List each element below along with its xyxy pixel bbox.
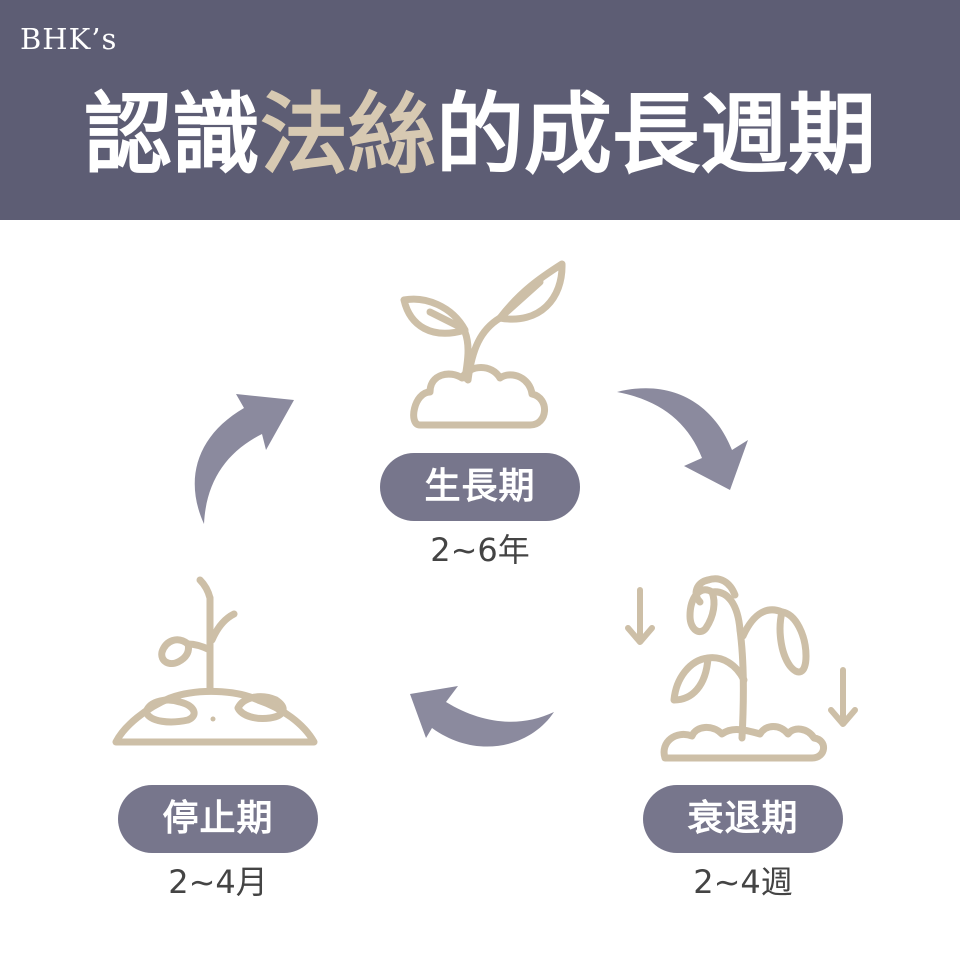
stage-duration-rest: 2~4月 [168, 863, 268, 901]
stage-label-growth: 生長期 [380, 453, 580, 521]
wilting-plant-icon [660, 575, 827, 762]
title-part-2: 的成長週期 [436, 83, 877, 186]
dormant-stem-icon [112, 576, 318, 746]
cycle-arrow-icon [617, 388, 748, 490]
title-highlight: 法絲 [259, 83, 436, 186]
down-arrow-icon [625, 587, 655, 645]
title-part-1: 認識 [83, 83, 260, 186]
cycle-arrow-icon [194, 394, 294, 524]
cycle-arrow-icon [410, 686, 554, 747]
header-banner: BHK’s 認識法絲的成長週期 [0, 0, 960, 220]
stage-label-decline: 衰退期 [643, 785, 843, 853]
stage-duration-growth: 2~6年 [430, 531, 530, 569]
page-title: 認識法絲的成長週期 [0, 80, 960, 190]
down-arrow-icon [828, 667, 858, 727]
stage-label-rest: 停止期 [118, 785, 318, 853]
stage-duration-decline: 2~4週 [693, 863, 793, 901]
sprout-icon [400, 260, 566, 429]
brand-logo: BHK’s [20, 22, 118, 56]
